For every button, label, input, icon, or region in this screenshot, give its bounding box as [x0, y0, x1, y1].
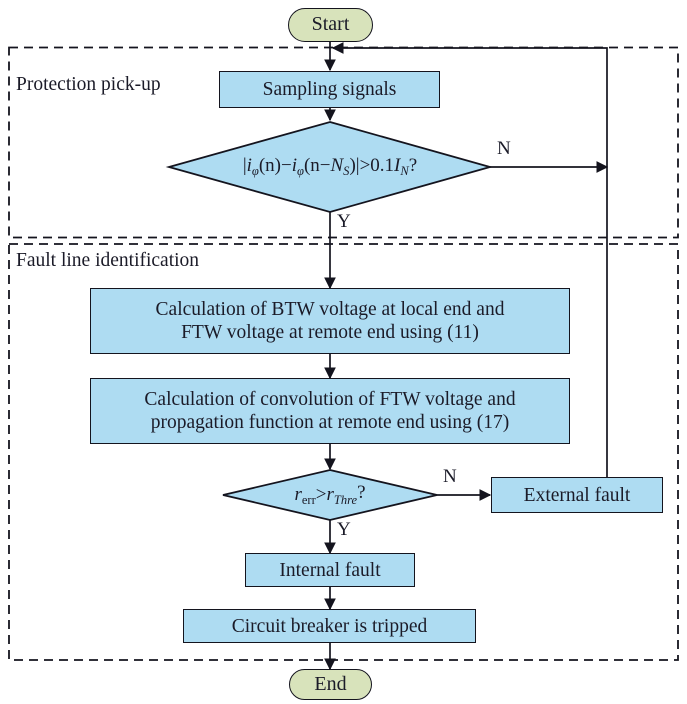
expr-i1: i	[246, 155, 252, 176]
expr-arg2-open: (n	[303, 155, 320, 176]
expr-gt: >	[359, 155, 371, 176]
decision-pickup-shape	[165, 121, 494, 213]
node-external-fault-label: External fault	[523, 484, 631, 506]
node-end-label: End	[314, 672, 347, 695]
node-calculation-convolution-line2: propagation function at remote end using…	[150, 412, 510, 433]
node-calculation-convolution[interactable]: Calculation of convolution of FTW voltag…	[90, 378, 570, 444]
expr2-r1: r	[294, 483, 302, 505]
expr-minus: −	[281, 155, 292, 176]
expr-i1-sub: φ	[251, 164, 259, 178]
node-calculation-btw-voltage-line1: Calculation of BTW voltage at local end …	[155, 299, 505, 320]
expr2-gt: >	[315, 483, 327, 505]
section-label-protection-pickup: Protection pick-up	[16, 74, 161, 95]
section-label-fault-line-identification: Fault line identification	[16, 250, 200, 271]
expr-threshold: 0.1	[370, 155, 395, 176]
node-end[interactable]: End	[289, 669, 372, 700]
node-decision-pickup-label: |iφ(n)−iφ(n−NS)|>0.1IN?	[170, 150, 490, 184]
node-calculation-btw-voltage-line2: FTW voltage at remote end using (11)	[181, 322, 479, 343]
decision-rerr-shape	[222, 469, 438, 521]
expr2-r2-sub: Thre	[333, 492, 358, 507]
node-calculation-btw-voltage[interactable]: Calculation of BTW voltage at local end …	[90, 288, 570, 354]
expr-abs-close: |	[355, 155, 360, 176]
expr-i2: i	[291, 155, 297, 176]
expr-arg2-var: N	[330, 155, 344, 176]
edge-label-rerr-no: N	[443, 466, 457, 487]
node-start-label: Start	[311, 13, 350, 36]
edge-label-pickup-no: N	[497, 138, 511, 159]
node-internal-fault-label: Internal fault	[279, 559, 381, 581]
node-calculation-convolution-line1: Calculation of convolution of FTW voltag…	[144, 389, 516, 410]
node-internal-fault[interactable]: Internal fault	[245, 553, 415, 587]
expr-arg2-var-sub: S	[343, 164, 350, 178]
expr-question: ?	[408, 155, 418, 176]
node-start[interactable]: Start	[288, 8, 373, 42]
node-sampling-signals[interactable]: Sampling signals	[219, 71, 440, 108]
expr-i2-sub: φ	[297, 164, 304, 178]
edge-label-rerr-yes: Y	[337, 519, 351, 540]
expr-arg1: (n)	[258, 155, 281, 176]
node-external-fault[interactable]: External fault	[491, 477, 663, 513]
expr-current-sub: N	[400, 164, 409, 178]
node-sampling-signals-label: Sampling signals	[262, 79, 397, 100]
expr-arg2-close: )	[349, 155, 356, 176]
expr-arg2-minus: −	[319, 155, 331, 176]
expr-current: I	[394, 155, 401, 176]
node-circuit-breaker-tripped[interactable]: Circuit breaker is tripped	[183, 609, 476, 643]
expr2-r1-sub: err	[301, 492, 316, 507]
expr-abs-open: |	[242, 155, 247, 176]
edge-label-pickup-yes: Y	[337, 211, 351, 232]
node-circuit-breaker-tripped-label: Circuit breaker is tripped	[231, 615, 428, 637]
expr2-question: ?	[357, 482, 366, 504]
expr2-r2: r	[326, 483, 334, 505]
node-decision-rerr-label: rerr>rThre?	[240, 479, 420, 511]
